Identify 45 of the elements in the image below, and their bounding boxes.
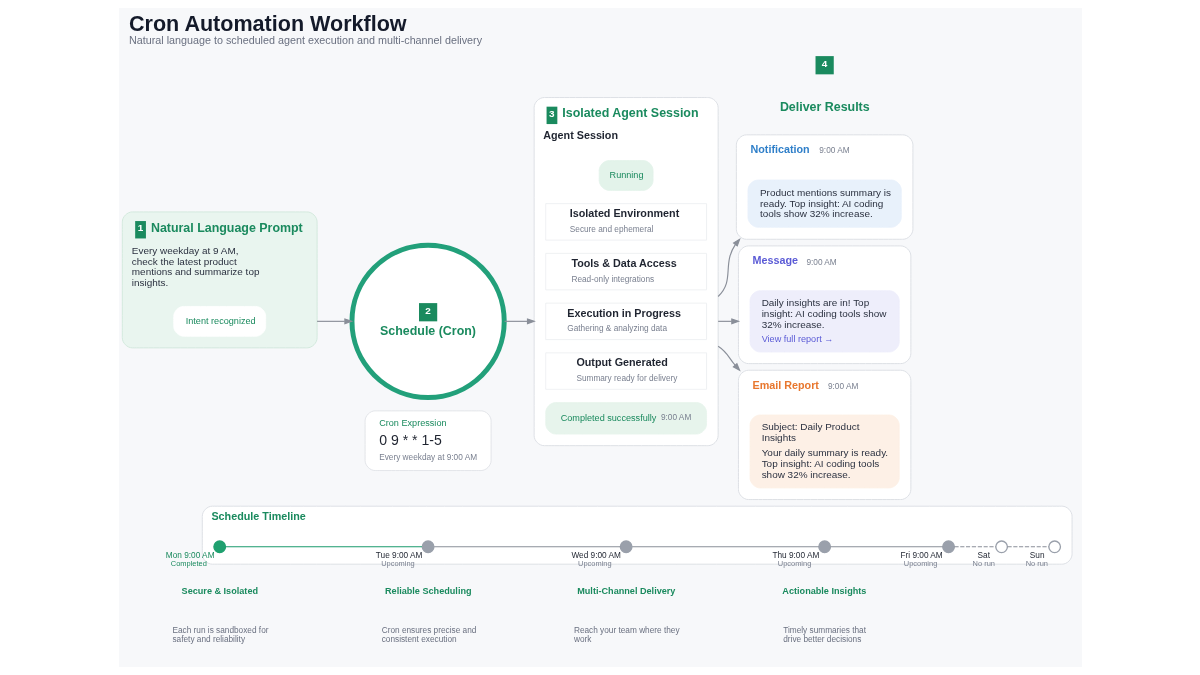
- node-circle: [1047, 540, 1061, 554]
- node-box: Product mentions summary is ready. Top insight: AI coding tools show 32% increase.: [747, 179, 902, 228]
- node-circle: [421, 540, 435, 554]
- node-circle: [941, 540, 955, 554]
- label: Each run is sandboxed for safety and reliability: [171, 625, 269, 645]
- node-label: Mon 9:00 AM: [165, 551, 215, 561]
- node-label: Wed 9:00 AM: [570, 551, 621, 561]
- label: Cron ensures precise and consistent execution: [381, 625, 476, 645]
- node-box: Running: [598, 160, 653, 191]
- diagram-title: Cron Automation Workflow: [128, 11, 407, 37]
- label: 4: [821, 57, 827, 69]
- node-box: Cron Expression 0 9 * * 1-5 Every weekday at 9:00 AM: [364, 410, 491, 471]
- node-circle: [619, 540, 633, 554]
- connector: [631, 546, 819, 548]
- node-circle: [212, 540, 226, 554]
- caption: Natural language to scheduled agent execution and multi-channel delivery: [128, 34, 482, 46]
- connector: [953, 546, 996, 548]
- arrow: [503, 318, 536, 325]
- label: Timely summaries that drive better decisions: [782, 625, 866, 645]
- node-circle: [994, 540, 1008, 554]
- arrow: [316, 318, 353, 325]
- node-label: Sun: [1029, 551, 1044, 561]
- node-label: Upcoming: [777, 559, 811, 569]
- node-circle: [817, 540, 831, 554]
- node-label: Completed: [170, 559, 207, 569]
- node-circle: 2 Schedule (Cron): [349, 242, 507, 400]
- node-label: Upcoming: [903, 559, 937, 569]
- label: Deliver Results: [779, 99, 870, 114]
- connector: [433, 546, 621, 548]
- node-label: Tue 9:00 AM: [375, 551, 422, 561]
- node-label: No run: [1025, 559, 1048, 569]
- node-label: Thu 9:00 AM: [771, 551, 819, 561]
- node-label: Sat: [977, 551, 990, 561]
- arrow: [717, 345, 741, 372]
- arrow: [717, 237, 741, 298]
- connector: [829, 546, 943, 548]
- node-label: Fri 9:00 AM: [899, 551, 943, 561]
- connector: [224, 546, 423, 548]
- node-box: Subject: Daily Product Insights Your daily summary is ready. Top insight: AI coding tools show 32% increase.: [749, 414, 900, 489]
- connector: [1006, 546, 1049, 548]
- node-box: Completed successfully 9:00 AM: [544, 402, 707, 435]
- node-label: Upcoming: [577, 559, 612, 569]
- node-label: Upcoming: [380, 559, 415, 569]
- label: Reach your team where they work: [573, 625, 680, 645]
- node-label: No run: [972, 559, 995, 569]
